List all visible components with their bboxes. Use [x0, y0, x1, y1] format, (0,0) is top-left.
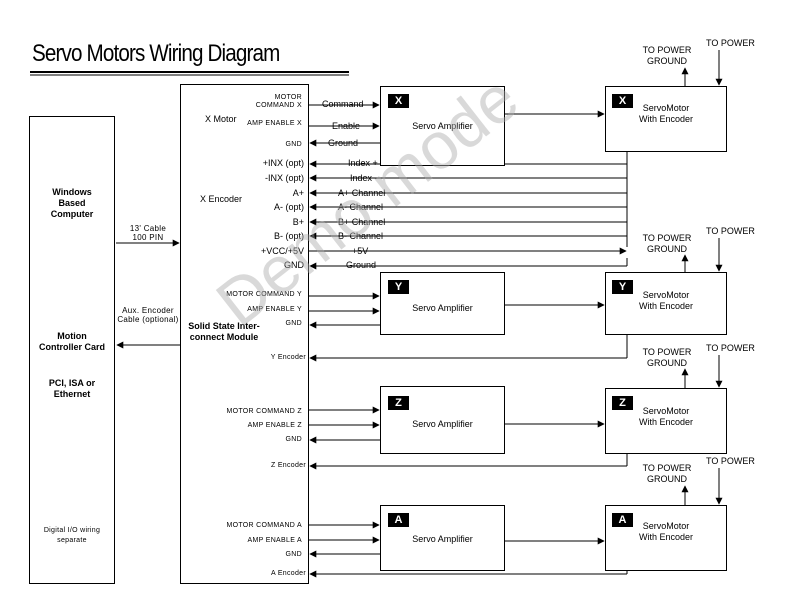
a-gnd-label: GND — [285, 551, 302, 558]
a-power-label: TO POWER — [706, 456, 755, 466]
x-amplifier-label: Servo Amplifier — [412, 121, 473, 131]
x-motor-command-label: MOTOR COMMAND X — [255, 94, 302, 109]
y-encoder-label: Y Encoder — [270, 354, 306, 361]
x-motor-group-label: X Motor — [205, 114, 237, 124]
encoder-wire-label: Index - — [350, 173, 378, 183]
a-encoder-label: A Encoder — [271, 570, 306, 577]
z-amplifier-label: Servo Amplifier — [412, 419, 473, 429]
page-title: Servo Motors Wiring Diagram — [32, 40, 280, 67]
y-amplifier-label: Servo Amplifier — [412, 303, 473, 313]
bus-label: PCI, ISA or Ethernet — [48, 378, 96, 399]
x-motor-badge: X — [612, 94, 633, 108]
x-axis-badge: X — [388, 94, 409, 108]
z-power-ground-label: TO POWER GROUND — [642, 347, 692, 368]
y-amp-enable-label: AMP ENABLE Y — [247, 306, 302, 313]
controller-card-label: Motion Controller Card — [38, 331, 105, 352]
a-axis-badge: A — [388, 513, 409, 527]
encoder-wire-label: A+ Channel — [338, 188, 386, 198]
x-ground-wire-label: Ground — [328, 138, 359, 148]
a-amp-enable-label: AMP ENABLE A — [247, 537, 302, 544]
y-motor-command-label: MOTOR COMMAND Y — [226, 291, 302, 298]
a-power-ground-label: TO POWER GROUND — [642, 463, 692, 484]
x-enable-wire-label: Enable — [332, 121, 361, 131]
a-amplifier-label: Servo Amplifier — [412, 534, 473, 544]
x-gnd-label: GND — [285, 141, 302, 148]
encoder-pin-label: B+ — [292, 217, 304, 227]
x-amp-enable-label: AMP ENABLE X — [247, 120, 302, 127]
y-motor-label: ServoMotor With Encoder — [638, 290, 694, 311]
digital-io-label: Digital I/O wiring separate — [43, 527, 101, 544]
x-command-wire-label: Command — [322, 99, 364, 109]
interconnect-module-box — [180, 84, 309, 584]
a-motor-badge: A — [612, 513, 633, 527]
a-motor-label: ServoMotor With Encoder — [638, 521, 694, 542]
z-motor-badge: Z — [612, 396, 633, 410]
encoder-pin-label: B- (opt) — [273, 231, 304, 241]
encoder-wire-label: +5V — [352, 246, 369, 256]
y-power-label: TO POWER — [706, 226, 755, 236]
z-encoder-label: Z Encoder — [271, 462, 306, 469]
main-cable-label: 13' Cable 100 PIN — [129, 224, 167, 242]
x-encoder-group-label: X Encoder — [200, 194, 243, 204]
z-motor-command-label: MOTOR COMMAND Z — [226, 408, 302, 415]
y-gnd-label: GND — [285, 320, 302, 327]
encoder-pin-label: A- (opt) — [273, 202, 304, 212]
z-power-label: TO POWER — [706, 343, 755, 353]
encoder-pin-label: +INX (opt) — [262, 158, 304, 168]
encoder-wire-label: Index + — [348, 158, 378, 168]
encoder-wire-label: Ground — [346, 260, 377, 270]
z-axis-badge: Z — [388, 396, 409, 410]
encoder-pin-label: -INX (opt) — [264, 173, 304, 183]
a-motor-command-label: MOTOR COMMAND A — [226, 522, 302, 529]
y-axis-badge: Y — [388, 280, 409, 294]
z-amp-enable-label: AMP ENABLE Z — [247, 422, 302, 429]
z-gnd-label: GND — [285, 436, 302, 443]
y-power-ground-label: TO POWER GROUND — [642, 233, 692, 254]
y-motor-badge: Y — [612, 280, 633, 294]
encoder-pin-label: +VCC/+5V — [260, 246, 304, 256]
encoder-pin-label: A+ — [292, 188, 304, 198]
encoder-wire-label: A- Channel — [338, 202, 384, 212]
z-motor-label: ServoMotor With Encoder — [638, 406, 694, 427]
computer-label: Windows Based Computer — [50, 187, 94, 219]
encoder-wire-label: B- Channel — [338, 231, 384, 241]
module-label: Solid State Inter-connect Module — [188, 321, 260, 342]
computer-box — [29, 116, 115, 584]
x-power-label: TO POWER — [706, 38, 755, 48]
x-motor-label: ServoMotor With Encoder — [638, 103, 694, 124]
x-power-ground-label: TO POWER GROUND — [642, 45, 692, 66]
encoder-wire-label: B+ Channel — [338, 217, 386, 227]
encoder-pin-label: GND — [284, 260, 304, 270]
aux-cable-label: Aux. Encoder Cable (optional) — [117, 306, 179, 324]
